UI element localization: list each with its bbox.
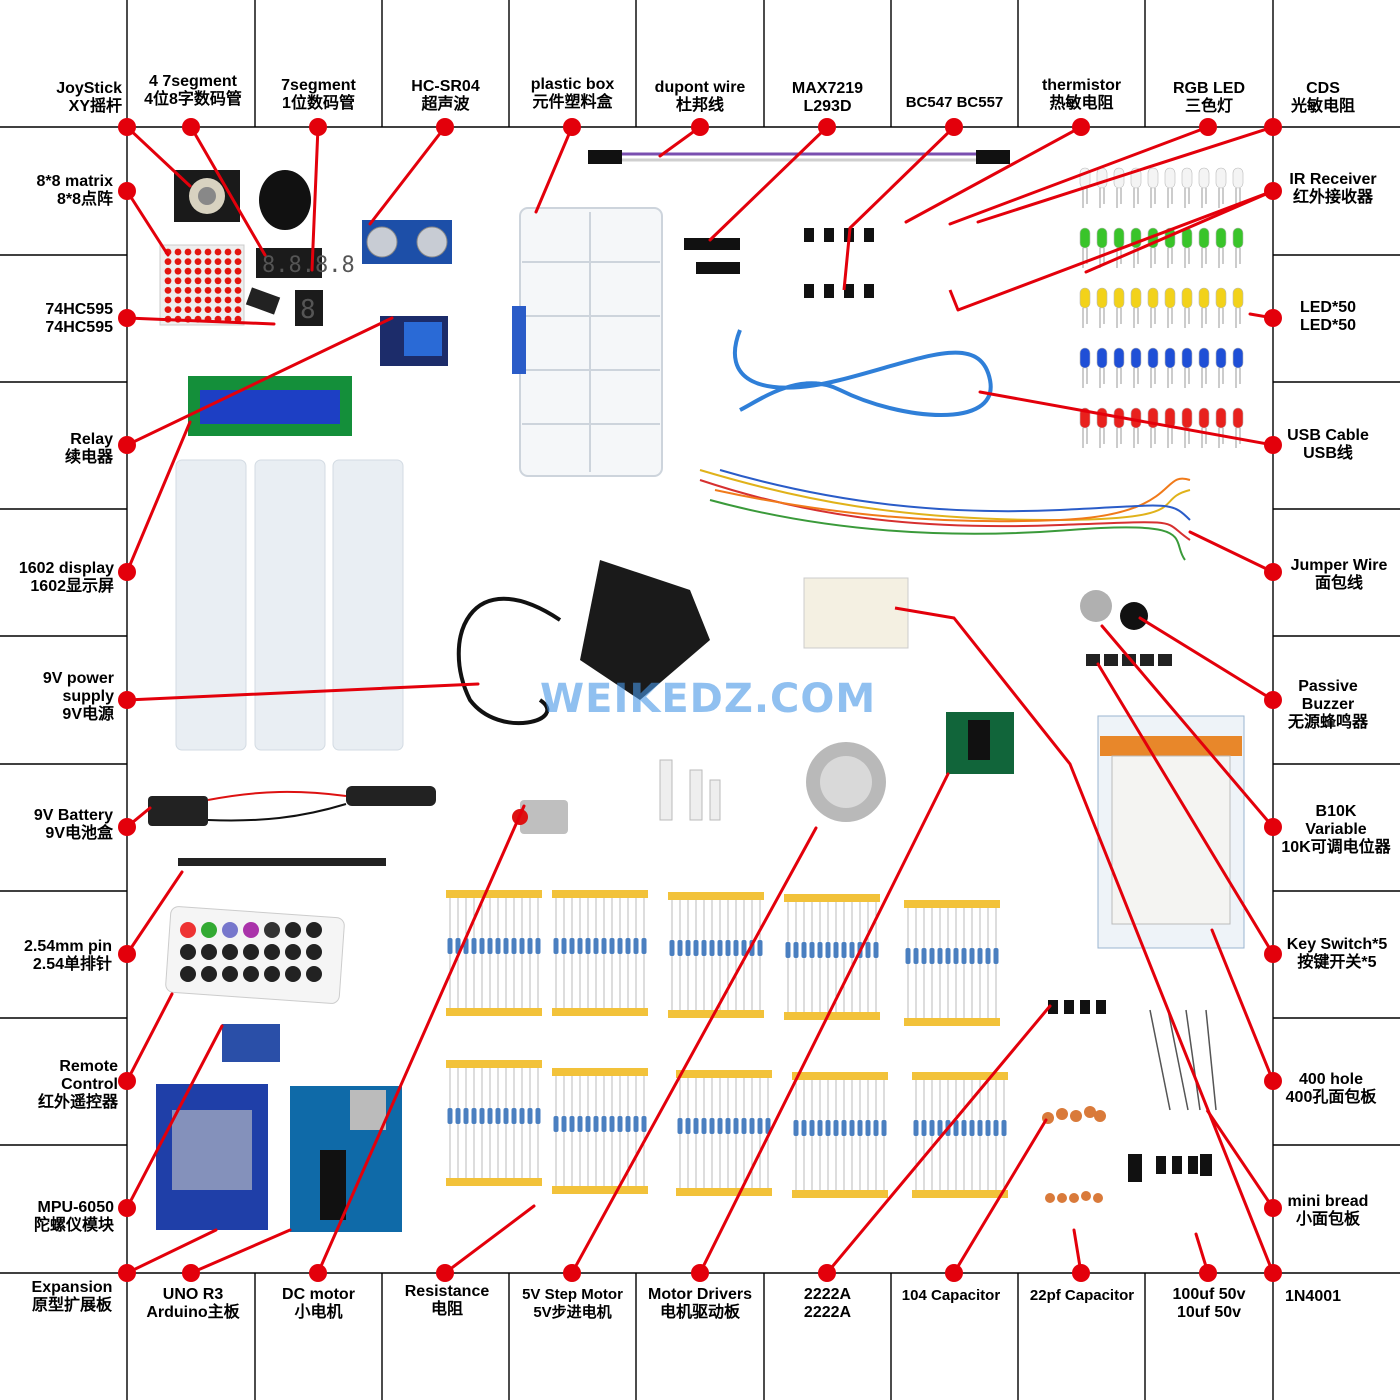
label-22pf-capacitor: 22pf Capacitor [1029,1287,1135,1304]
label-1n4001: 1N4001 [1284,1288,1342,1305]
label-104-capacitor: 104 Capacitor [901,1287,1001,1304]
label-bc547-bc557: BC547 BC557 [905,94,1004,111]
